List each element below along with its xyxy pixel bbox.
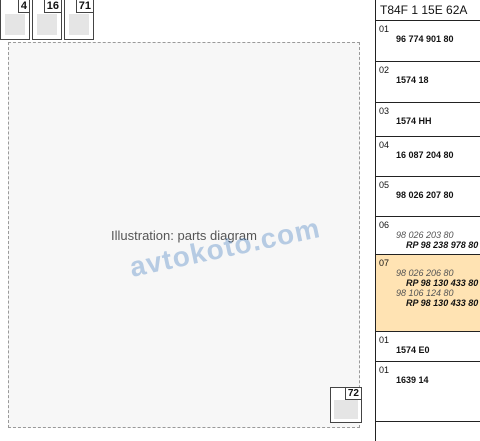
panel-title: T84F 1 15E 62A <box>376 0 480 21</box>
thumbnail-image <box>334 400 358 419</box>
thumbnail-number: 72 <box>344 388 361 400</box>
thumbnail-16[interactable]: 16 <box>32 0 62 40</box>
part-reference: 96 774 901 80 <box>396 34 454 44</box>
part-row-02[interactable]: 02 1574 18 <box>376 62 480 103</box>
part-row-09[interactable]: 01 1639 14 <box>376 362 480 422</box>
part-reference: 1574 18 <box>396 75 429 85</box>
part-reference-old: 98 026 206 80 <box>396 268 454 278</box>
part-replacement: RP 98 238 978 80 <box>406 240 479 250</box>
part-row-07-selected[interactable]: 07 98 026 206 80 RP 98 130 433 80 98 106… <box>376 255 480 332</box>
row-index: 01 <box>379 24 390 34</box>
part-reference: 1574 HH <box>396 116 432 126</box>
thumbnail-image <box>37 14 57 35</box>
thumbnail-image <box>5 14 25 35</box>
part-reference-old: 98 026 203 80 <box>396 230 454 240</box>
row-index: 01 <box>379 335 390 345</box>
part-row-06[interactable]: 06 98 026 203 80 RP 98 238 978 80 <box>376 217 480 255</box>
part-replacement: RP 98 130 433 80 <box>406 278 479 288</box>
thumbnail-number: 4 <box>17 0 29 13</box>
part-row-03[interactable]: 03 1574 HH <box>376 103 480 137</box>
row-index: 03 <box>379 106 390 116</box>
part-replacement-alt: RP 98 130 433 80 <box>406 298 479 308</box>
row-index: 07 <box>379 258 390 268</box>
part-row-04[interactable]: 04 16 087 204 80 <box>376 137 480 177</box>
row-index: 04 <box>379 140 390 150</box>
row-index: 06 <box>379 220 390 230</box>
diagram-placeholder: Illustration: parts diagram <box>8 42 360 428</box>
part-row-01[interactable]: 01 96 774 901 80 <box>376 21 480 62</box>
thumbnail-72[interactable]: 72 <box>330 387 362 423</box>
parts-list-panel: T84F 1 15E 62A 01 96 774 901 80 02 1574 … <box>375 0 480 441</box>
thumbnail-71[interactable]: 71 <box>64 0 94 40</box>
thumbnail-4[interactable]: 4 <box>0 0 30 40</box>
thumbnail-number: 16 <box>43 0 61 13</box>
thumbnail-number: 71 <box>75 0 93 13</box>
row-index: 01 <box>379 365 390 375</box>
parts-diagram: 4 16 71 Illustration: parts diagram avto… <box>0 0 360 428</box>
thumbnail-image <box>69 14 89 35</box>
row-index: 05 <box>379 180 390 190</box>
thumbnail-strip: 4 16 71 <box>0 0 96 40</box>
part-reference-alt: 98 106 124 80 <box>396 288 454 298</box>
part-reference: 98 026 207 80 <box>396 190 454 200</box>
part-row-08[interactable]: 01 1574 E0 <box>376 332 480 362</box>
part-row-05[interactable]: 05 98 026 207 80 <box>376 177 480 217</box>
part-reference: 16 087 204 80 <box>396 150 454 160</box>
part-reference: 1574 E0 <box>396 345 430 355</box>
part-reference: 1639 14 <box>396 375 429 385</box>
row-index: 02 <box>379 65 390 75</box>
